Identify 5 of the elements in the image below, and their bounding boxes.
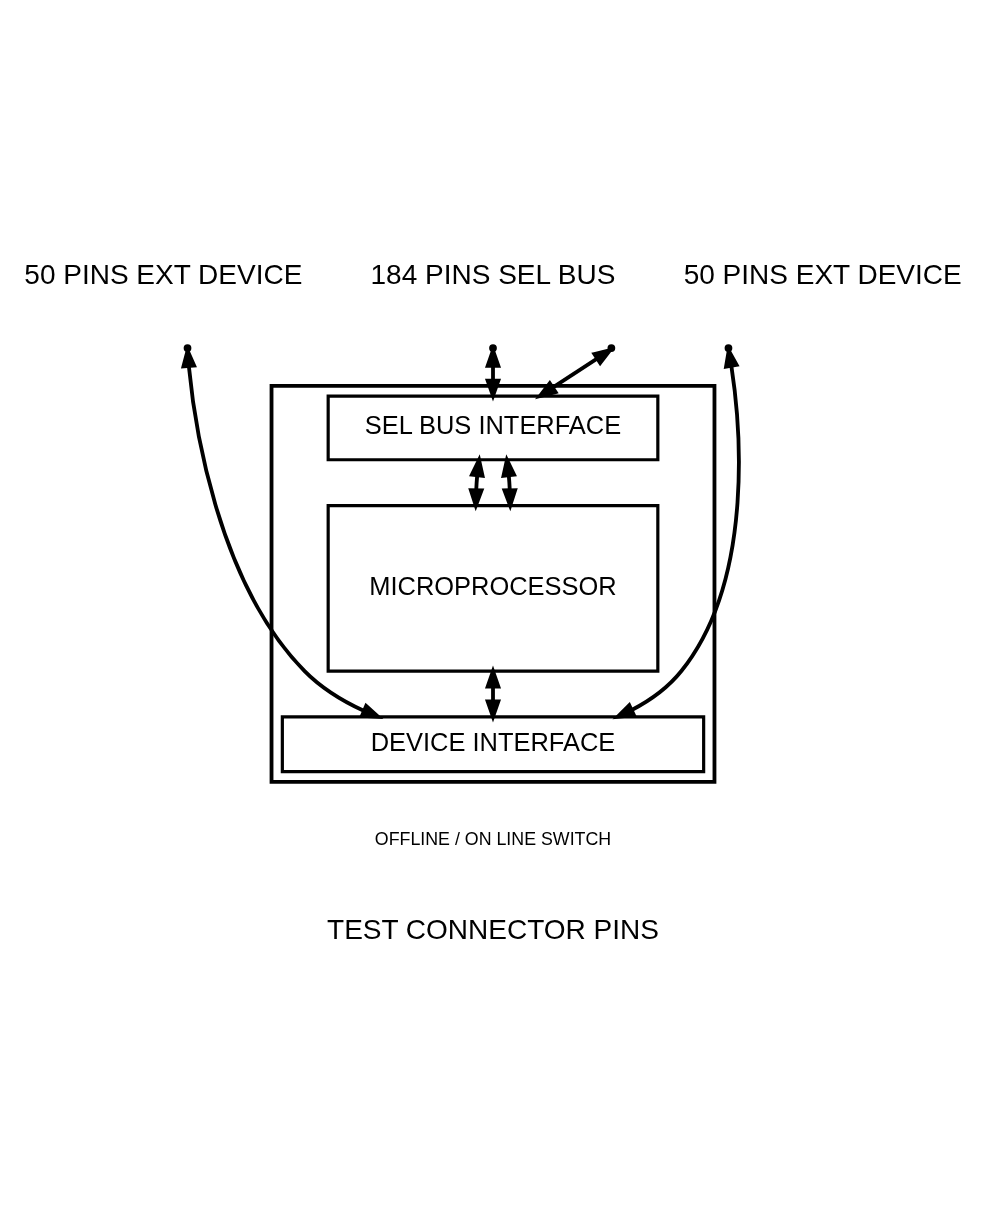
label: OFFLINE / ON LINE SWITCH [374,829,612,850]
label: TEST CONNECTOR PINS [327,914,659,946]
label: 50 PINS EXT DEVICE [24,259,303,291]
label: 184 PINS SEL BUS [370,259,616,291]
label: 50 PINS EXT DEVICE [683,259,962,291]
